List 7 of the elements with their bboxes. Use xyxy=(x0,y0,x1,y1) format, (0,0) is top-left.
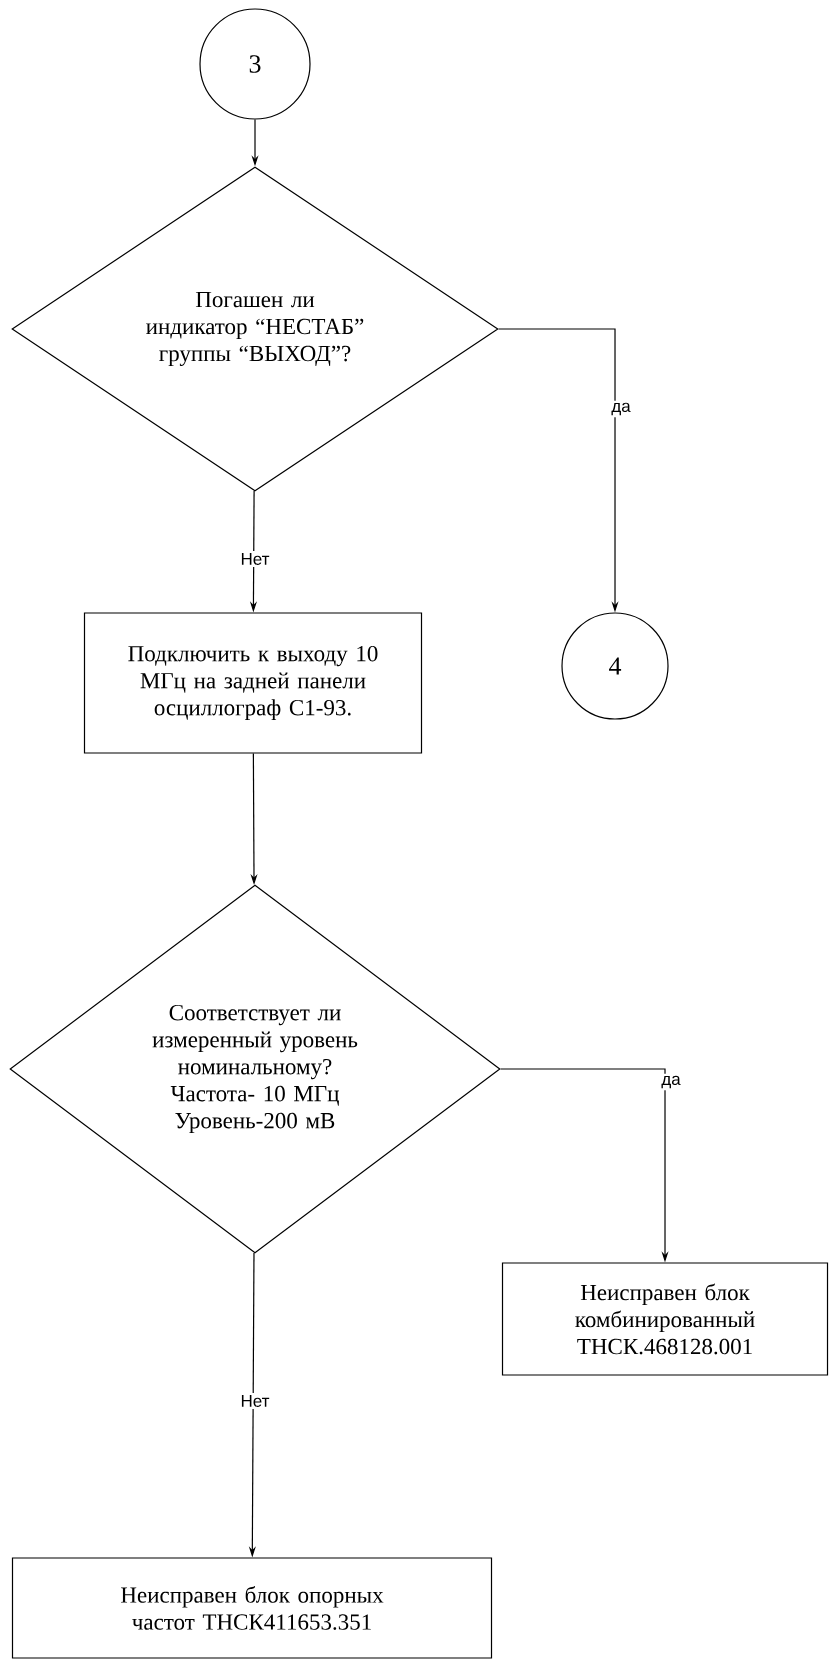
process-box: Неисправен блок комбинированный ТНСК.468128.001 xyxy=(501,1262,829,1376)
process-box: Неисправен блок опорных частот ТНСК411653.351 xyxy=(11,1557,493,1659)
process-box: Подключить к выходу 10 МГц на задней панели осциллограф С1-93. xyxy=(83,612,423,754)
edge-label: да xyxy=(609,400,633,418)
edge-label: да xyxy=(659,1073,683,1091)
edge-label: Нет xyxy=(238,1393,272,1409)
edge-label: Нет xyxy=(238,551,272,567)
